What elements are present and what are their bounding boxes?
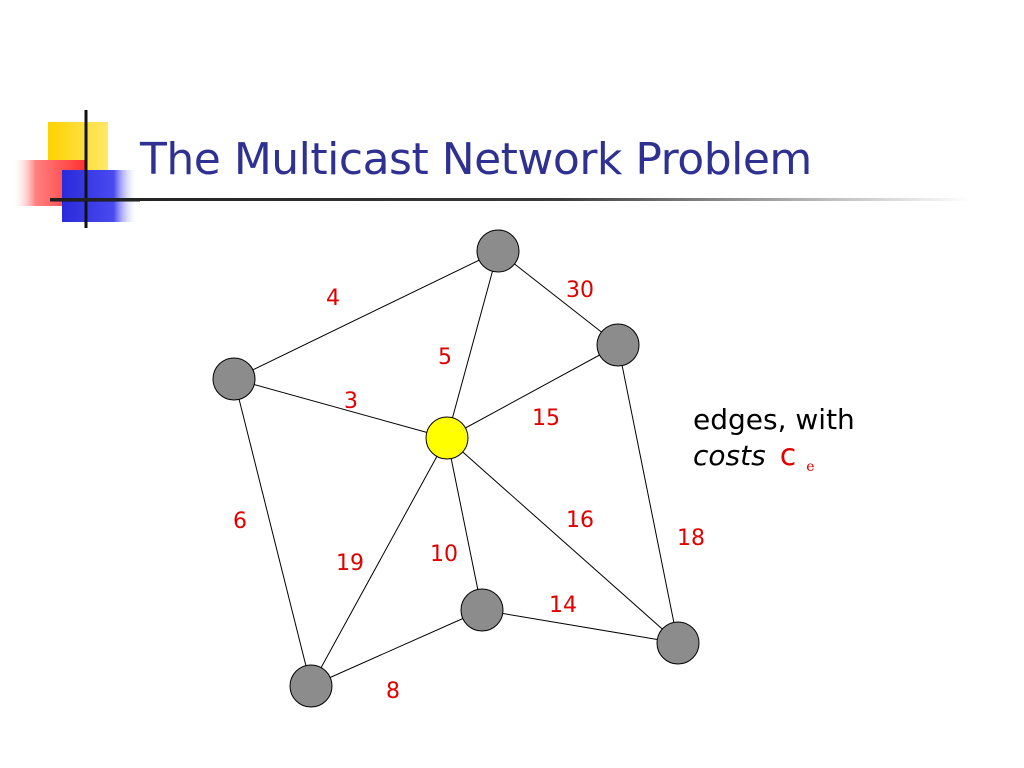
node-lower-middle <box>460 588 504 632</box>
edge-left-center <box>233 378 448 439</box>
cost-symbol: c <box>779 438 797 473</box>
edge-cost-label: 4 <box>326 286 340 311</box>
nodes-layer <box>212 229 700 708</box>
legend-line-1: edges, with <box>693 403 855 436</box>
node-upper-right <box>596 323 640 367</box>
edge-cost-label: 30 <box>566 278 594 303</box>
edge-center-lower-right <box>446 437 679 644</box>
edge-cost-label: 18 <box>677 526 705 551</box>
edge-cost-label: 8 <box>386 679 400 704</box>
edge-cost-label: 15 <box>532 406 560 431</box>
cost-subscript: e <box>806 459 815 475</box>
node-left <box>212 357 256 401</box>
slide-title: The Multicast Network Problem <box>140 134 812 185</box>
edge-center-upper-right <box>446 344 619 439</box>
edge-center-bottom-left <box>310 437 448 687</box>
edge-cost-label: 3 <box>344 389 358 414</box>
node-top <box>476 229 520 273</box>
node-lower-right <box>656 621 700 665</box>
edge-upper-right-lower-right <box>617 344 679 644</box>
title-underline <box>50 198 970 201</box>
edge-left-bottom-left <box>233 378 312 687</box>
edge-cost-label: 5 <box>438 345 452 370</box>
edge-center-top <box>446 250 499 439</box>
legend-costs-word: costs <box>693 439 766 472</box>
edge-center-lower-middle <box>446 437 483 611</box>
edge-lower-middle-lower-right <box>481 609 679 644</box>
deco-blue-square <box>62 170 136 222</box>
edge-cost-label: 6 <box>233 509 247 534</box>
edge-cost-label: 14 <box>549 593 577 618</box>
edge-labels-layer: 4 30 5 3 15 6 19 10 16 18 14 8 <box>233 278 705 704</box>
edge-cost-label: 10 <box>430 542 458 567</box>
edge-cost-label: 16 <box>566 508 594 533</box>
edge-bottom-left-lower-middle <box>310 609 483 687</box>
edge-left-top <box>233 250 499 380</box>
node-bottom-left <box>289 664 333 708</box>
source-node <box>425 416 469 460</box>
edge-cost-label: 19 <box>336 551 364 576</box>
edges-layer <box>233 250 679 687</box>
edge-top-upper-right <box>497 250 619 346</box>
